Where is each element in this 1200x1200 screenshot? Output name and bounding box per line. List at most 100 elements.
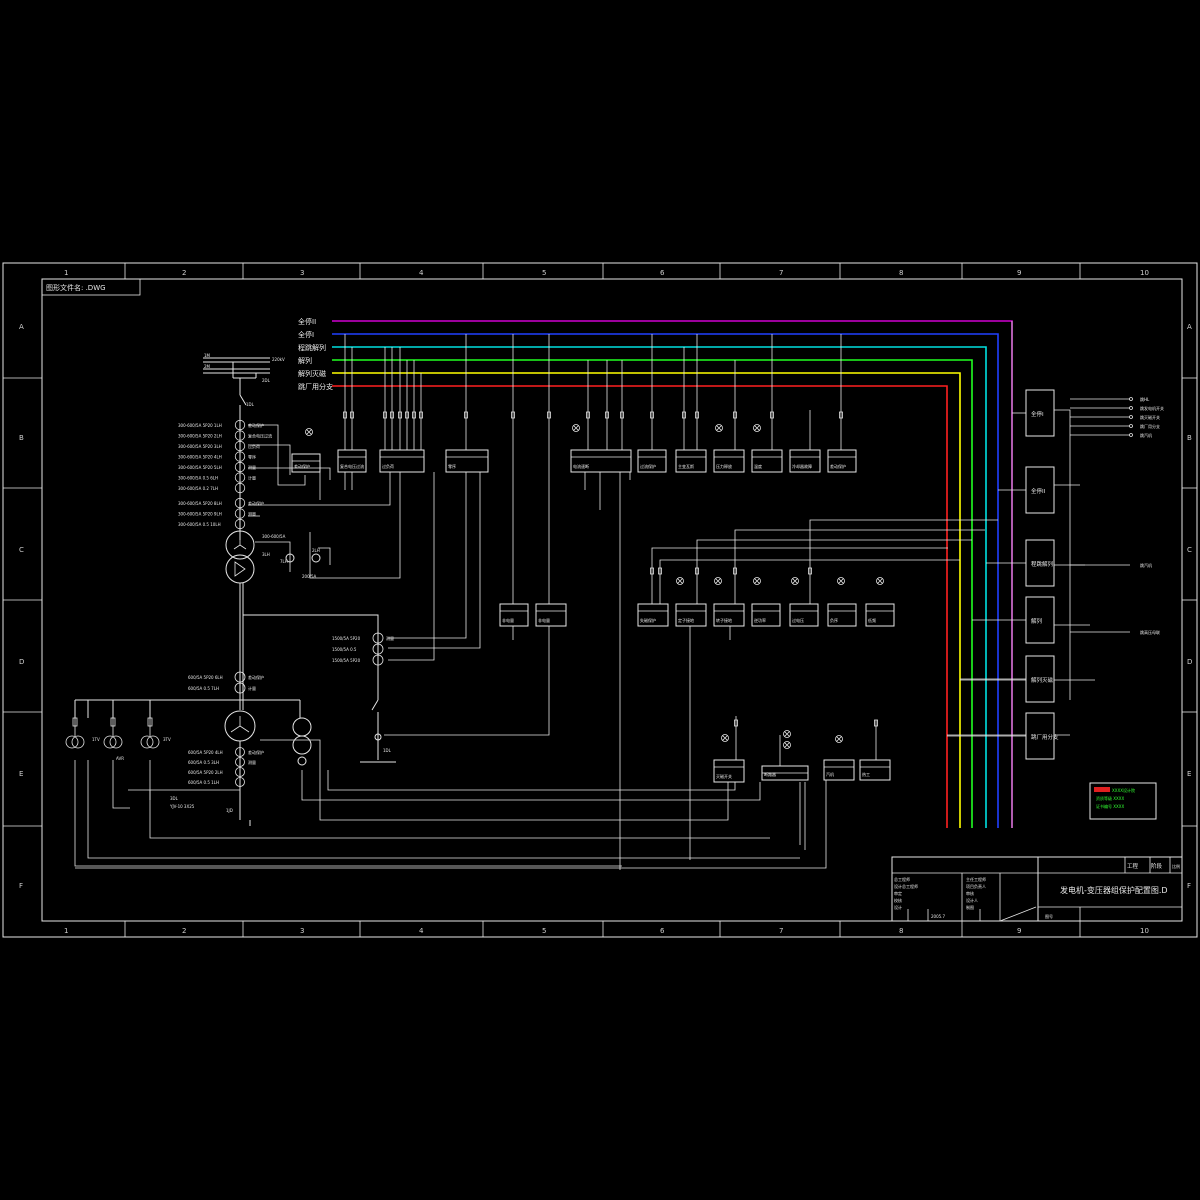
col-marker-top: 1 (64, 269, 68, 277)
file-name-label: 图形文件名: .DWG (46, 283, 106, 292)
col-marker-bottom: 2 (182, 927, 186, 935)
ct-function: 计量 (248, 475, 256, 481)
relay-box (570, 449, 632, 473)
indicator-lamp (753, 424, 761, 432)
ct-2lh-label: 2LH (312, 548, 320, 553)
relay-label: 差动保护 (294, 463, 310, 469)
col-marker-bottom: 5 (542, 927, 546, 935)
col-marker-top: 10 (1140, 269, 1149, 277)
wire (74, 760, 800, 867)
indicator-lamp (837, 577, 845, 585)
row-marker-right: D (1187, 658, 1192, 666)
outlet-box-label: 跳厂用分支 (1031, 733, 1059, 741)
vt-1tv-label: 1TV (92, 737, 100, 742)
outlet-box-jl (1025, 596, 1055, 644)
relay-box (637, 603, 669, 627)
file-name-box (41, 278, 141, 296)
tb-row-label: 校核 (894, 897, 902, 903)
tb-row2-label: 主任工程师 (966, 876, 986, 882)
ct-label: 300-600/5A 0.2 7LH (178, 486, 218, 491)
indicator-lamp (721, 734, 729, 742)
relay-label: 压力释放 (716, 463, 732, 469)
outlet-box-jlmc (1025, 655, 1055, 703)
wire (689, 626, 731, 860)
wire (248, 472, 401, 579)
ct-label: 300-600/5A 0.5 6LH (178, 476, 218, 481)
vt-coil (103, 735, 117, 749)
relay-box (751, 449, 783, 473)
ct-coil (235, 757, 245, 767)
bus-label: 解列灭磁 (298, 369, 326, 378)
sub-ct-label: 3LH (262, 552, 270, 557)
relay-box (675, 603, 707, 627)
relay-box (291, 453, 321, 473)
protection-relays: 差动保护复合电压过流过负荷零序电流速断过流保护主变瓦斯压力释放温度冷却器故障差动… (291, 424, 895, 783)
right-output-label: 跳汽机 (1140, 432, 1152, 438)
row-marker-left: C (19, 546, 24, 554)
row-marker-right: E (1187, 770, 1191, 778)
relay-box (713, 449, 745, 473)
outlet-box-label: 全停I (1031, 410, 1044, 418)
ct-label: 300-600/5A 5P20 2LH (178, 434, 222, 439)
outlet-box-label: 全停II (1031, 487, 1046, 495)
ct-label: 300-600/5A 5P20 9LH (178, 512, 222, 517)
ct-label: 600/5A 5P20 4LH (188, 750, 223, 755)
cable-tag: 3DL (170, 796, 179, 801)
avr-label: AVR (116, 756, 124, 761)
relay-label: 定子接地 (678, 617, 694, 623)
col-marker-top: 3 (300, 269, 304, 277)
ct-label: 600/5A 0.5 3LH (188, 760, 219, 765)
relay-box (499, 603, 529, 627)
ct-function: 测量 (248, 511, 256, 517)
ct-coil (234, 497, 246, 509)
right-output-label: 跳灭磁开关 (1140, 414, 1160, 420)
ct-label: 300-600/5A 5P20 4LH (178, 455, 222, 460)
bus-label: 全停I (298, 330, 314, 339)
stamp-line-1: XXXX设计院 (1112, 787, 1135, 793)
ct-label: 300-600/5A 0.5 10LH (178, 522, 221, 527)
col-marker-top: 7 (779, 269, 783, 277)
voltage-label: 220kV (272, 357, 285, 362)
ct-label: 300-600/5A 5P20 3LH (178, 444, 222, 449)
trip-bus-line (332, 346, 987, 828)
ct-function: 测量 (248, 759, 256, 765)
col-marker-top: 6 (660, 269, 665, 277)
row-marker-left: D (19, 658, 24, 666)
ct-label: 300-600/5A 5P20 1LH (178, 423, 222, 428)
relay-box (535, 603, 567, 627)
relay-box (751, 603, 781, 627)
relay-label: 低频 (868, 617, 876, 623)
breaker-1dl-label: 1DL (246, 402, 255, 407)
zero-ct-label: 7LH (280, 559, 288, 564)
wire (947, 321, 1026, 828)
cable-spec: YJV-10 3X25 (169, 804, 195, 809)
indicator-lamp (783, 730, 791, 738)
row-marker-right: B (1187, 434, 1192, 442)
tb-row-label: 审定 (894, 890, 902, 896)
ct-coil (234, 671, 246, 683)
tb-company: 工程 (1127, 862, 1139, 870)
col-marker-bottom: 10 (1140, 927, 1149, 935)
vt-coil (65, 735, 79, 749)
voltage-transformers (65, 717, 160, 749)
row-marker-left: A (19, 323, 24, 331)
mid-branch (243, 614, 396, 763)
ct-label: 300-600/5A 5P20 5LH (178, 465, 222, 470)
relay-box (859, 759, 891, 781)
relay-box (713, 603, 745, 627)
relay-label: 零序 (448, 463, 456, 469)
relay-box (789, 449, 821, 473)
indicator-lamp (714, 577, 722, 585)
right-output-label: 跳发电机开关 (1140, 405, 1164, 411)
relay-box (445, 449, 489, 473)
row-marker-left: E (19, 770, 23, 778)
col-marker-top: 4 (419, 269, 424, 277)
trip-bus-line (332, 359, 973, 828)
relay-label: 复合电压过流 (340, 463, 364, 469)
col-marker-bottom: 6 (660, 927, 665, 935)
